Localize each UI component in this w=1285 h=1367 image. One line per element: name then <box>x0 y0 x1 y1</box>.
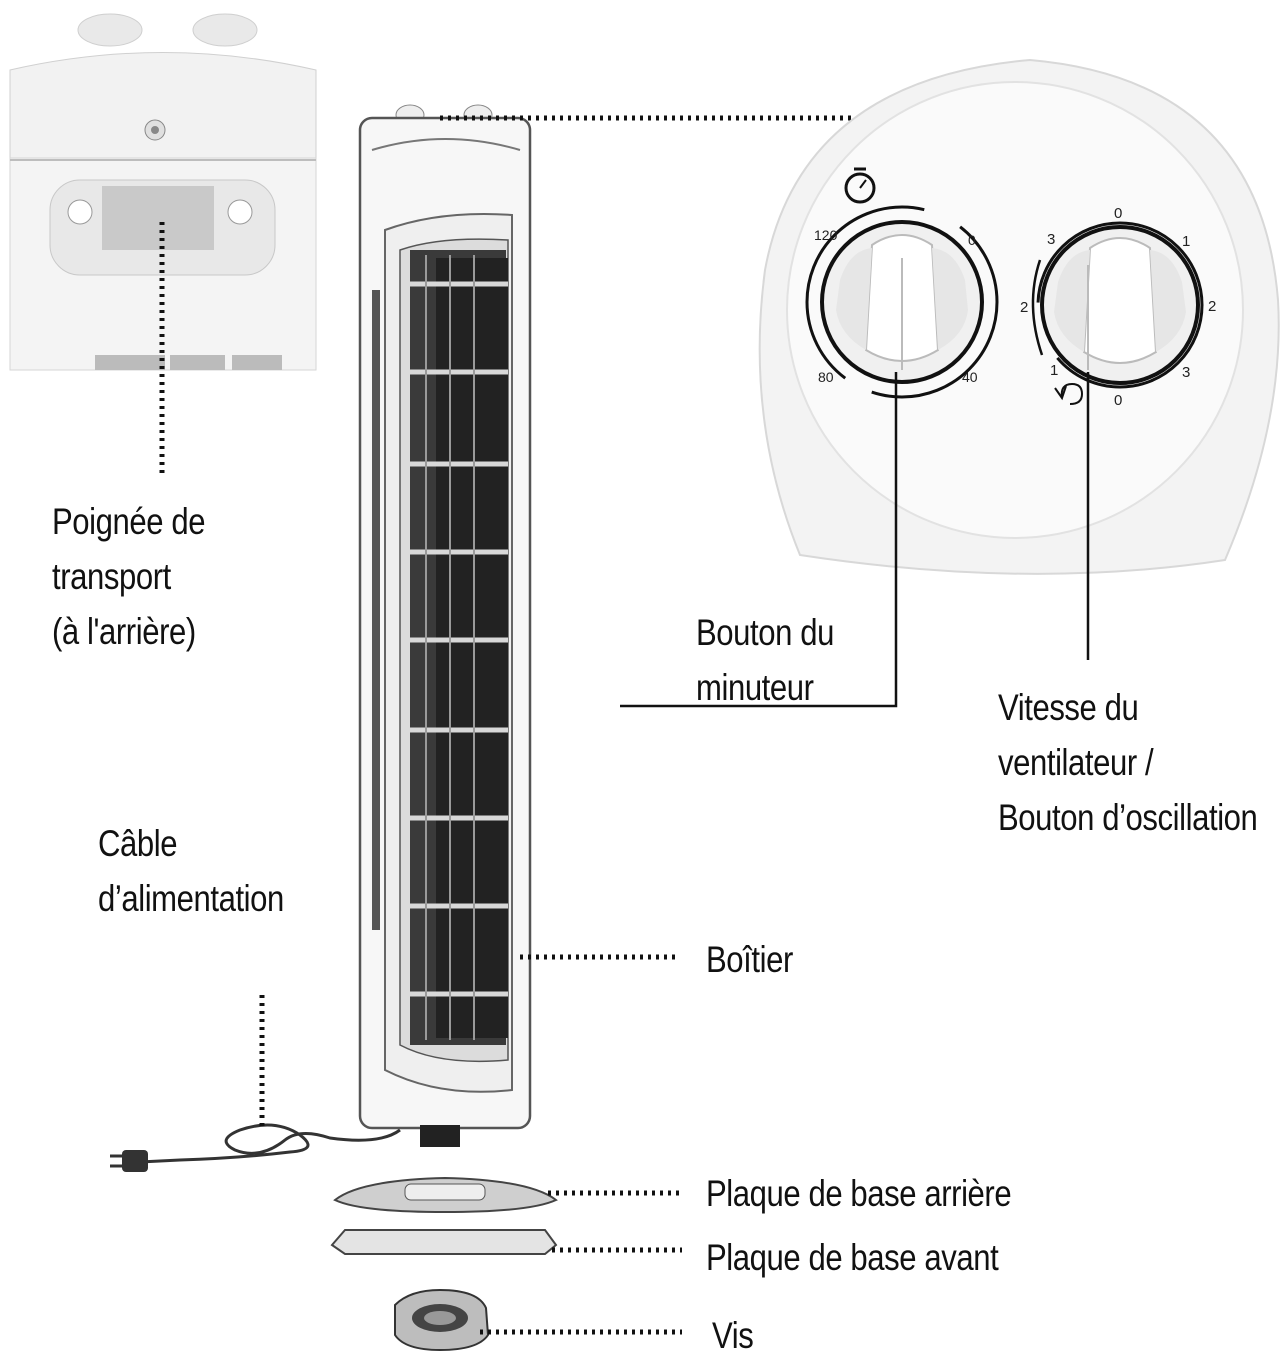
power-cable <box>110 1125 400 1172</box>
speed-dial: 0 1 2 3 3 2 1 0 <box>1020 205 1216 409</box>
speed-knob-label-line-2: ventilateur / <box>998 735 1257 790</box>
osc-mark-3: 3 <box>1047 231 1055 248</box>
speed-knob-label-line-3: Bouton d’oscillation <box>998 790 1257 845</box>
plug-icon <box>110 1150 148 1172</box>
timer-mark-120: 120 <box>814 227 838 243</box>
timer-knob-label-line-1: Bouton du <box>696 605 834 660</box>
power-cable-label: Câble d’alimentation <box>98 816 284 926</box>
timer-mark-80: 80 <box>818 369 834 385</box>
carry-handle-label-line-2: transport <box>52 549 205 604</box>
speed-mark-2: 2 <box>1208 298 1216 315</box>
control-panel: 0 40 80 120 0 1 2 3 3 2 1 0 <box>760 60 1279 574</box>
carry-handle-inset <box>8 0 318 370</box>
timer-knob-label: Bouton du minuteur <box>696 605 834 715</box>
front-base-plate <box>332 1230 556 1254</box>
timer-mark-40: 40 <box>962 369 978 385</box>
timer-mark-0: 0 <box>968 232 976 248</box>
carry-handle-label-line-3: (à l'arrière) <box>52 604 205 659</box>
power-cable-label-line-1: Câble <box>98 816 284 871</box>
carry-handle-label: Poignée de transport (à l'arrière) <box>52 494 205 659</box>
housing-label: Boîtier <box>706 932 793 987</box>
screw-part <box>395 1290 488 1350</box>
speed-knob-label-line-1: Vitesse du <box>998 680 1257 735</box>
carry-handle-label-line-1: Poignée de <box>52 494 205 549</box>
speed-mark-0: 0 <box>1114 205 1122 222</box>
rear-base-label: Plaque de base arrière <box>706 1166 1011 1221</box>
osc-mark-2: 2 <box>1020 299 1028 316</box>
screw-label: Vis <box>712 1308 753 1363</box>
timer-knob-label-line-2: minuteur <box>696 660 834 715</box>
speed-knob-label: Vitesse du ventilateur / Bouton d’oscill… <box>998 680 1257 845</box>
power-cable-label-line-2: d’alimentation <box>98 871 284 926</box>
tower-fan-body <box>360 105 530 1147</box>
front-base-label: Plaque de base avant <box>706 1230 998 1285</box>
osc-mark-1: 1 <box>1050 362 1058 379</box>
rear-base-plate <box>335 1178 556 1212</box>
speed-mark-3: 3 <box>1182 364 1190 381</box>
speed-mark-1: 1 <box>1182 233 1190 250</box>
speed-mark-bottom-0: 0 <box>1114 392 1122 409</box>
